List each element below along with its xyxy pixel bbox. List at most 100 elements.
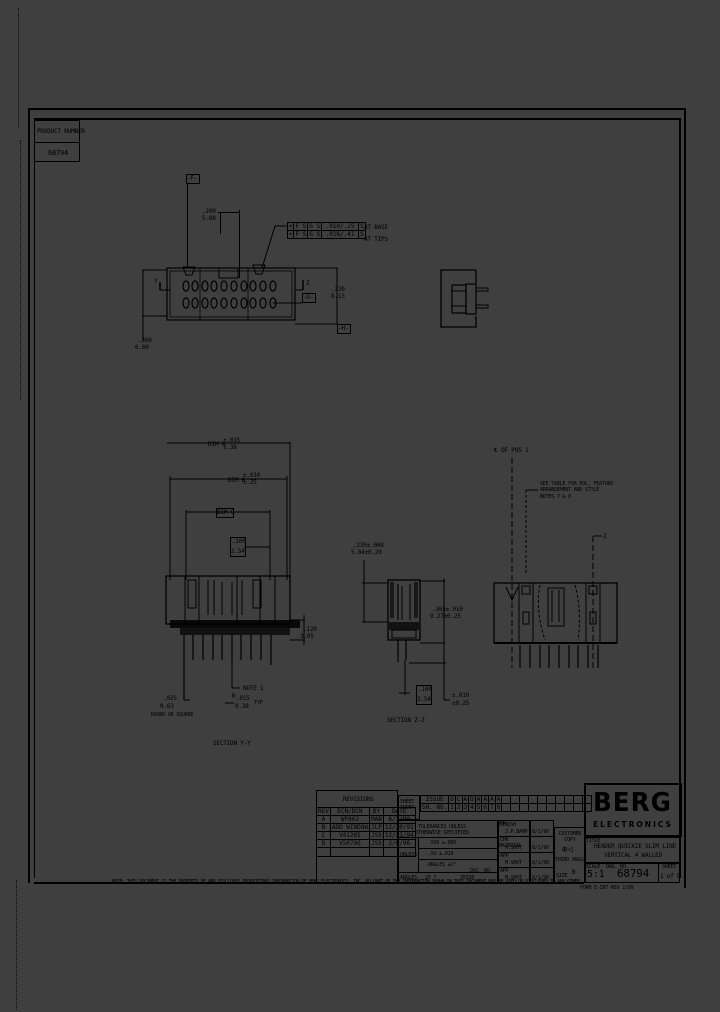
approval-date: 8/1/90 xyxy=(532,875,549,881)
pin-note: ROUND OR SQUARE xyxy=(151,712,194,718)
approval-date: 8/1/90 xyxy=(532,845,549,851)
rev-cell: D xyxy=(316,839,331,848)
rev-cell: A xyxy=(316,815,331,824)
dim-b-label: DIM B xyxy=(228,477,246,484)
dim-pitch-ext2 xyxy=(220,212,221,234)
tol-row-div xyxy=(398,872,498,873)
centerline-label: ℄ OF POS 1 xyxy=(494,447,529,454)
berg-sub: ELECTRONICS xyxy=(593,820,673,829)
frame-left-inner xyxy=(34,118,35,878)
frame-bottom xyxy=(34,882,584,884)
customer-copy-block xyxy=(554,827,586,883)
dim-pitch-ext xyxy=(239,210,240,278)
approval-role: APP xyxy=(500,853,509,859)
zz-width-in: .230±.008 xyxy=(353,542,384,549)
date-cell xyxy=(382,847,416,857)
tol-row-div xyxy=(418,848,498,849)
sheet-cell xyxy=(501,803,512,812)
tolerance-row: ⌖ F S G S .016/.41 S xyxy=(286,230,366,239)
pin-in: .025 xyxy=(163,695,177,702)
sh-no-label: SH. NO. xyxy=(419,803,450,812)
dim-height-in: .320 xyxy=(331,286,345,293)
sheet-cell: 3 xyxy=(461,803,470,812)
sheet-cell: 7 xyxy=(488,803,496,812)
approval-div xyxy=(530,820,531,883)
tol-row-2: .XX ±.010 xyxy=(428,851,454,857)
issue-cell: A xyxy=(461,795,470,804)
side-note-line-1: SEE TABLE FOR POL. FEATURE xyxy=(540,481,614,487)
pitch-in: .100 xyxy=(232,538,246,545)
datum-g-box xyxy=(302,293,316,303)
datum-f-leader xyxy=(187,184,188,268)
tolerances-divider xyxy=(398,837,498,838)
tol-row-div xyxy=(418,859,498,860)
dim-pitch-line xyxy=(218,212,240,213)
scan-artifact xyxy=(16,880,25,1010)
sheet-cell xyxy=(510,803,521,812)
dim-a-tol-mm: ±.38 xyxy=(223,444,237,451)
zz-height-mm: 9.27±0.25 xyxy=(430,613,461,620)
doc-no-value: 35338 xyxy=(460,875,475,881)
sheet-cell: 4 xyxy=(468,803,476,812)
frame-top-inner xyxy=(34,118,680,120)
issue-cell xyxy=(555,795,566,804)
ecn-header: ECN/DCN xyxy=(329,807,370,816)
issue-label: ISSUE xyxy=(419,795,450,804)
datum-f: -F- xyxy=(187,175,198,182)
issue-cell xyxy=(537,795,548,804)
tolerance-note-base: AT BASE xyxy=(364,224,388,231)
tolerance-row: ⌖ F S G S .010/.25 S xyxy=(286,222,366,231)
dim-b-tol-mm: ±.25 xyxy=(243,479,257,486)
unless-label: UNLESS xyxy=(400,852,417,858)
dim-height-mm: 8.13 xyxy=(331,293,345,300)
sheet-value: 1 of 8 xyxy=(660,873,681,880)
side-section-mark: Z xyxy=(603,533,607,540)
tolerance-note-tips: AT TIPS xyxy=(364,236,388,243)
issue-cell: A xyxy=(488,795,496,804)
ecn-cell: WP862 xyxy=(329,815,370,824)
height-mm: 3.05 xyxy=(300,633,314,640)
approval-name: M.SHOT xyxy=(505,875,522,881)
zz-pitch-mm: 2.54 xyxy=(417,696,431,703)
side-note-line-3: NOTES 7 & 8 xyxy=(540,494,571,500)
tolerance-symbol: ⌖ xyxy=(286,230,295,239)
tip-in: .015 xyxy=(236,695,250,702)
by-cell: JSS xyxy=(368,839,384,848)
position-tolerance-frame: ⌖ F S G S .010/.25 S ⌖ F S G S .016/.41 … xyxy=(286,222,366,239)
note-ref: NOTE 1 xyxy=(243,685,264,692)
tip-suffix: TYP xyxy=(254,700,263,706)
sheet-cell: 6 xyxy=(481,803,490,812)
dim-a-tol-in: ±.015 xyxy=(223,437,241,444)
scan-artifact xyxy=(18,8,27,128)
size-value: B xyxy=(572,869,576,876)
issue-cell xyxy=(546,795,557,804)
doc-no-label: DOC. NO. xyxy=(470,868,493,874)
side-note-line-2: ARRANGEMENT AND STYLE xyxy=(540,487,600,493)
issue-cell: A xyxy=(481,795,490,804)
sheet-cell xyxy=(555,803,566,812)
tol-row-3: ANGLES ±1° xyxy=(428,862,457,868)
sheet-cell xyxy=(546,803,557,812)
issue-cell: A xyxy=(494,795,503,804)
approval-row-div xyxy=(498,852,554,853)
dwg-label: DWG. NO. xyxy=(606,864,629,870)
datum-f-box xyxy=(186,174,200,184)
sheet-cell xyxy=(582,803,593,812)
approval-name: J.P.BAMP xyxy=(505,829,528,835)
tolerance-value: .016/.41 xyxy=(321,230,360,239)
frame-left-outer xyxy=(28,108,30,883)
tol-row-1: .XXX ±.005 xyxy=(428,840,457,846)
frame-right-outer xyxy=(684,108,686,888)
scale-value: 2X 7 xyxy=(425,875,437,881)
third-angle: THIRD ANGLE PROJ xyxy=(555,857,585,863)
scan-artifact xyxy=(20,140,29,400)
product-number-divider xyxy=(34,142,80,143)
issue-cell: D xyxy=(448,795,456,804)
rev-cell xyxy=(316,847,331,857)
sheet-cell xyxy=(528,803,539,812)
zz-pitch-in: .100 xyxy=(418,686,432,693)
ecn-cell: ADD WINDOW xyxy=(329,823,370,832)
